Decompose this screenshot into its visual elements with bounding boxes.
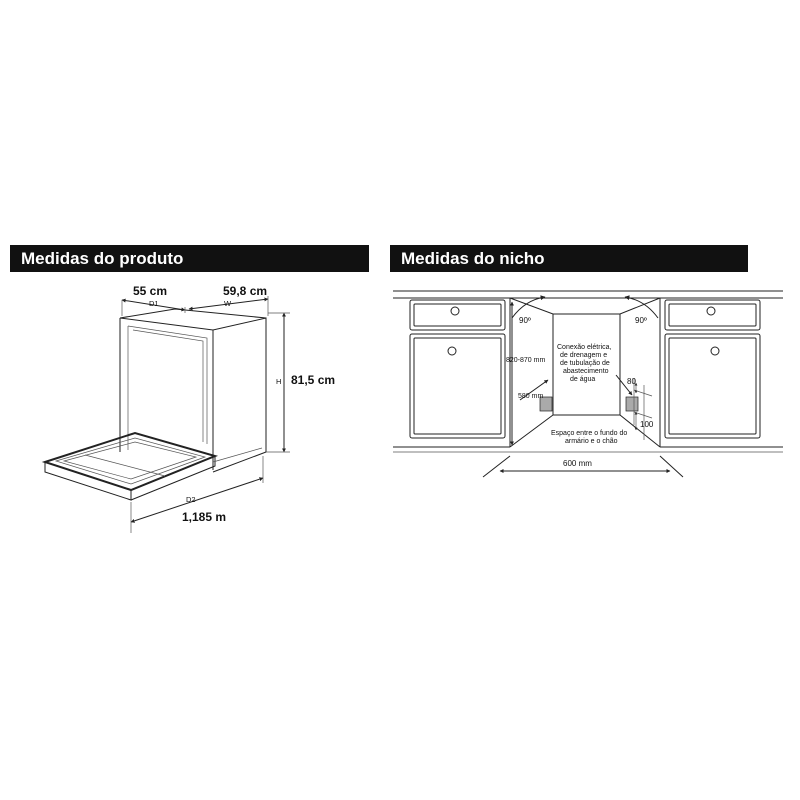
depth-label: D1 bbox=[149, 299, 159, 308]
dishwasher-drawing bbox=[41, 308, 267, 501]
connection-note-line-3: de tubulação de bbox=[560, 360, 610, 367]
width-label: W bbox=[224, 299, 232, 308]
height-label: H bbox=[276, 377, 281, 386]
gap-note-line-2: armário e o chão bbox=[565, 438, 618, 445]
niche-depth: 580 mm bbox=[518, 393, 543, 400]
niche-dimension-lines bbox=[482, 295, 684, 478]
depth-value: 55 cm bbox=[133, 284, 167, 298]
gap-top-value: 80 bbox=[627, 377, 636, 386]
width-value: 59,8 cm bbox=[223, 284, 267, 298]
open-depth-value: 1,185 m bbox=[182, 510, 226, 524]
door-angle-right: 90º bbox=[635, 316, 647, 325]
product-dimension-lines bbox=[121, 296, 290, 533]
gap-note-line-1: Espaço entre o fundo do bbox=[551, 430, 627, 437]
product-dimensions-title: Medidas do produto bbox=[21, 249, 184, 268]
connection-note-line-1: Conexão elétrica, bbox=[557, 344, 612, 351]
niche-dimensions-header: Medidas do nicho bbox=[390, 245, 748, 272]
height-value: 81,5 cm bbox=[291, 373, 335, 387]
open-depth-label: D2 bbox=[186, 495, 196, 504]
connection-note-line-5: de água bbox=[570, 376, 595, 383]
niche-drawing bbox=[393, 290, 783, 453]
product-dimensions-header: Medidas do produto bbox=[10, 245, 369, 272]
niche-width: 600 mm bbox=[563, 459, 592, 468]
niche-dimensions-title: Medidas do nicho bbox=[401, 249, 545, 268]
niche-height-range: 820-870 mm bbox=[506, 357, 545, 364]
connection-note-line-2: de drenagem e bbox=[560, 352, 607, 359]
gap-bottom-value: 100 bbox=[640, 420, 654, 429]
connection-note-line-4: abastecimento bbox=[563, 368, 609, 375]
door-angle-left: 90º bbox=[519, 316, 531, 325]
